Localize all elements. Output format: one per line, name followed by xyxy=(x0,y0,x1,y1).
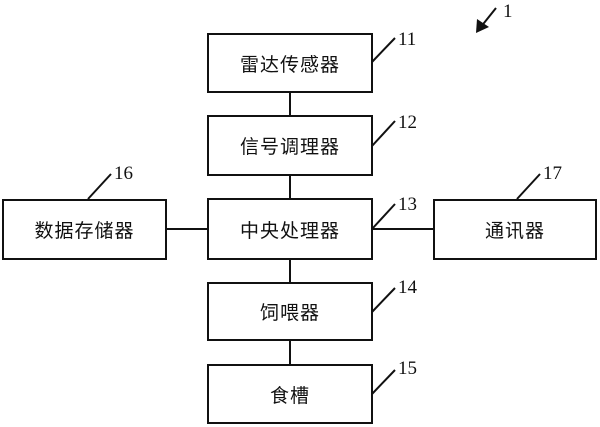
leader-line-13 xyxy=(371,203,396,230)
leader-line-17 xyxy=(516,173,541,200)
cpu-block: 中央处理器 xyxy=(207,198,373,260)
radar-sensor-label: 雷达传感器 xyxy=(239,53,340,76)
data-storage-block: 数据存储器 xyxy=(2,199,167,260)
feeder-ref-number: 14 xyxy=(398,277,417,298)
signal-conditioner-ref-number: 12 xyxy=(398,112,417,133)
data-storage-ref-number: 16 xyxy=(114,163,133,184)
feeder-label: 饲喂器 xyxy=(259,302,320,324)
leader-line-12 xyxy=(371,120,396,147)
radar-sensor-ref-number: 11 xyxy=(398,29,417,50)
communicator-label: 通讯器 xyxy=(484,220,545,242)
communicator-block: 通讯器 xyxy=(433,199,597,260)
trough-label: 食槽 xyxy=(269,384,310,407)
data-storage-label: 数据存储器 xyxy=(34,220,135,242)
cpu-label: 中央处理器 xyxy=(239,219,340,242)
communicator-ref-number: 17 xyxy=(543,163,562,184)
trough-block: 食槽 xyxy=(207,364,373,424)
system-arrow-head xyxy=(476,19,489,33)
cpu-ref-number: 13 xyxy=(398,194,417,215)
leader-line-16 xyxy=(87,173,112,200)
leader-line-14 xyxy=(371,287,396,313)
signal-conditioner-block: 信号调理器 xyxy=(207,115,373,176)
radar-sensor-block: 雷达传感器 xyxy=(207,33,373,93)
signal-conditioner-label: 信号调理器 xyxy=(239,136,340,158)
leader-line-11 xyxy=(371,37,396,63)
feeder-block: 饲喂器 xyxy=(207,282,373,341)
system-ref-number: 1 xyxy=(503,1,513,22)
trough-ref-number: 15 xyxy=(398,358,417,379)
leader-line-15 xyxy=(371,369,396,395)
